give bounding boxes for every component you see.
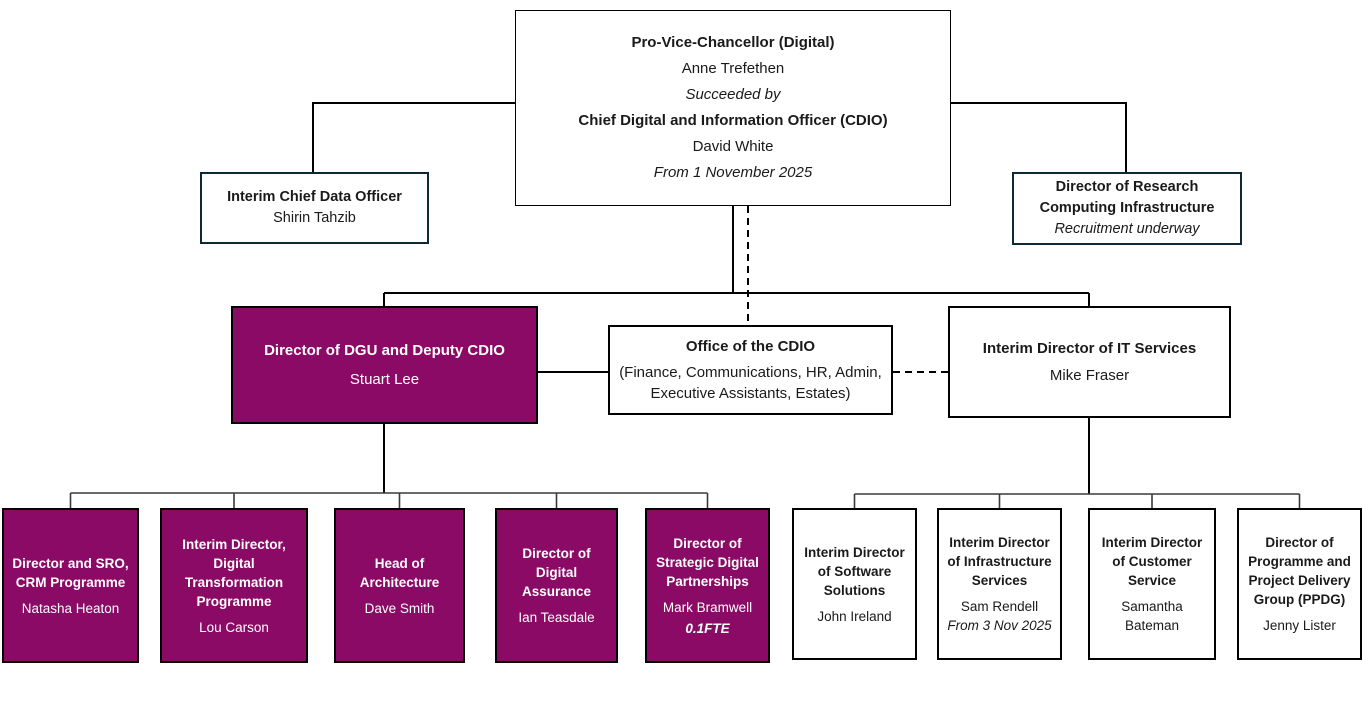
person-name: Mike Fraser — [1049, 367, 1130, 384]
person-name: Sam Rendell — [960, 599, 1039, 614]
role-title: Director of Digital Assurance — [521, 546, 592, 599]
connector-pvc-to-rci — [951, 102, 1127, 172]
node-director-digital-assurance: Director of Digital Assurance Ian Teasda… — [495, 508, 618, 663]
connector-pvc-to-cdo — [312, 102, 515, 173]
role-title: Interim Director of Infrastructure Servi… — [947, 535, 1052, 588]
role-title: Interim Director of IT Services — [982, 340, 1197, 357]
node-interim-director-software-solutions: Interim Director of Software Solutions J… — [792, 508, 917, 660]
node-interim-director-digital-transformation: Interim Director, Digital Transformation… — [160, 508, 308, 663]
node-office-of-the-cdio: Office of the CDIO (Finance, Communicati… — [608, 325, 893, 415]
person-name: Stuart Lee — [349, 371, 420, 388]
role-title: Pro-Vice-Chancellor (Digital) — [631, 34, 835, 51]
connector-dgu-report-drops — [69, 493, 709, 508]
role-title: Chief Digital and Information Officer (C… — [578, 112, 888, 129]
node-director-ppdg: Director of Programme and Project Delive… — [1237, 508, 1362, 660]
person-name: Lou Carson — [199, 619, 269, 635]
node-interim-chief-data-officer: Interim Chief Data Officer Shirin Tahzib — [200, 172, 429, 244]
node-interim-director-infrastructure-services: Interim Director of Infrastructure Servi… — [937, 508, 1062, 660]
node-pro-vice-chancellor-cdio: Pro-Vice-Chancellor (Digital) Anne Trefe… — [515, 10, 951, 206]
role-title: Interim Director, Digital Transformation… — [182, 536, 286, 609]
role-title: Director of DGU and Deputy CDIO — [264, 342, 505, 359]
role-title: Interim Chief Data Officer — [227, 189, 402, 205]
person-name: Anne Trefethen — [681, 60, 785, 77]
role-title: Director of Strategic Digital Partnershi… — [656, 535, 759, 589]
person-name: Ian Teasdale — [518, 610, 595, 625]
role-title: Interim Director of Software Solutions — [804, 544, 905, 598]
person-name: David White — [692, 138, 774, 155]
person-name: John Ireland — [817, 608, 892, 624]
start-date-note: From 3 Nov 2025 — [947, 618, 1052, 633]
person-name: Jenny Lister — [1263, 618, 1336, 633]
role-title: Office of the CDIO — [685, 338, 816, 355]
node-interim-director-customer-service: Interim Director of Customer Service Sam… — [1088, 508, 1216, 660]
office-functions: (Finance, Communications, HR, Admin, Exe… — [619, 364, 882, 402]
node-director-strategic-digital-partnerships: Director of Strategic Digital Partnershi… — [645, 508, 770, 663]
node-director-sro-crm: Director and SRO, CRM Programme Natasha … — [2, 508, 139, 663]
connector-its-report-drops — [853, 494, 1301, 508]
role-title: Director of Programme and Project Delive… — [1248, 535, 1351, 607]
role-title: Interim Director of Customer Service — [1101, 535, 1203, 588]
role-title: Head of Architecture — [359, 555, 440, 590]
start-date-note: From 1 November 2025 — [653, 164, 813, 181]
fte-note: 0.1FTE — [685, 620, 730, 636]
succession-note: Succeeded by — [685, 86, 781, 103]
person-name: Natasha Heaton — [21, 600, 120, 616]
role-title: Director and SRO, CRM Programme — [12, 555, 129, 590]
recruitment-note: Recruitment underway — [1054, 221, 1200, 237]
node-head-of-architecture: Head of Architecture Dave Smith — [334, 508, 465, 663]
person-name: Dave Smith — [364, 600, 435, 616]
role-title: Director of Research Computing Infrastru… — [1039, 179, 1215, 216]
node-director-research-computing: Director of Research Computing Infrastru… — [1012, 172, 1242, 245]
node-interim-director-it-services: Interim Director of IT Services Mike Fra… — [948, 306, 1231, 418]
person-name: Mark Bramwell — [662, 599, 753, 615]
node-director-dgu-deputy-cdio: Director of DGU and Deputy CDIO Stuart L… — [231, 306, 538, 424]
person-name: Samantha Bateman — [1121, 599, 1183, 633]
person-name: Shirin Tahzib — [273, 210, 356, 226]
